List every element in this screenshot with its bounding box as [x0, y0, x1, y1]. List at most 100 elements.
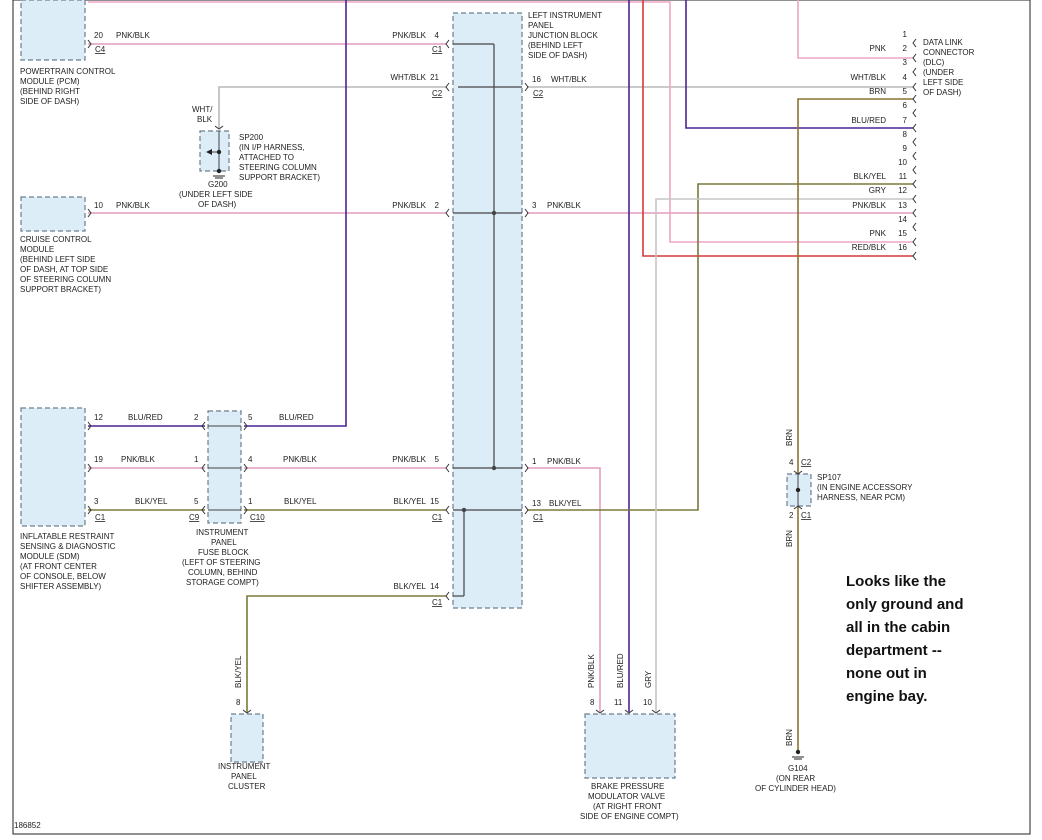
sp200-line: SP200 [239, 133, 264, 142]
fuse-line: PANEL [211, 538, 237, 547]
sp200-line: SUPPORT BRACKET) [239, 173, 320, 182]
fuse-line: FUSE BLOCK [198, 548, 249, 557]
wire-label: C9 [189, 513, 200, 522]
cruise-line: CRUISE CONTROL [20, 235, 92, 244]
wire-label: 1 [532, 457, 537, 466]
wire-label: PNK/BLK [547, 201, 581, 210]
cluster-line: CLUSTER [228, 782, 266, 791]
wire-label: WHT/ [192, 105, 213, 114]
note-line: department -- [846, 642, 942, 659]
g104-line: G104 [788, 764, 808, 773]
g104-line: OF CYLINDER HEAD) [755, 784, 836, 793]
dlc-line: LEFT SIDE [923, 78, 963, 87]
cruise-line: SUPPORT BRACKET) [20, 285, 101, 294]
wire-label: 1 [194, 455, 199, 464]
connector-marks [87, 38, 917, 714]
pcm-line: (BEHIND RIGHT [20, 87, 80, 96]
wire-label: 8 [236, 698, 241, 707]
wire-blured-dlc8 [685, 0, 913, 129]
wire-label: C1 [432, 513, 443, 522]
cruise-line: (BEHIND LEFT SIDE [20, 255, 95, 264]
wire-brn-dlc5 [797, 98, 913, 474]
dlc-line: DATA LINK [923, 38, 963, 47]
wire-label: PNK/BLK [283, 455, 317, 464]
wire-label: GRY [869, 186, 887, 195]
wire-label: GRY [644, 670, 653, 688]
fuse-line: COLUMN, BEHIND [188, 568, 258, 577]
wire-label: 12 [94, 413, 103, 422]
pcm-line: SIDE OF DASH) [20, 97, 79, 106]
pcm-line: POWERTRAIN CONTROL [20, 67, 116, 76]
cluster-box [230, 713, 264, 763]
cluster-line: PANEL [231, 772, 257, 781]
sdm-line: INFLATABLE RESTRAINT [20, 532, 115, 541]
wire-pnk-dlc2 [797, 0, 913, 59]
wire-label: BRN [869, 87, 886, 96]
wire-label: BRN [785, 729, 794, 746]
wire-label: 20 [94, 31, 103, 40]
wire-label: C1 [432, 45, 443, 54]
jb-line: SIDE OF DASH) [528, 51, 587, 60]
note-line: all in the cabin [846, 619, 951, 636]
wire-label: 1 [248, 497, 253, 506]
wire-blkyel-cluster [246, 595, 446, 712]
cruise-control-box [20, 196, 86, 232]
wire-label: 4 [903, 73, 908, 82]
wire-label: BLK/YEL [135, 497, 168, 506]
sdm-box [20, 407, 86, 527]
annotation-note: Looks like the only ground and all in th… [846, 570, 1016, 708]
wire-label: 13 [532, 499, 541, 508]
fuse-line: INSTRUMENT [196, 528, 249, 537]
dlc-line: (DLC) [923, 58, 945, 67]
wire-label: 10 [898, 158, 907, 167]
wire-label: 1 [903, 30, 908, 39]
wire-label: PNK/BLK [392, 201, 426, 210]
junction-bus [453, 43, 522, 597]
wire-whtblk-sp200 [218, 86, 446, 128]
wire-label: 14 [898, 215, 907, 224]
note-line: engine bay. [846, 688, 928, 705]
wire-label: PNK/BLK [587, 654, 596, 688]
bpmv-line: SIDE OF ENGINE COMPT) [580, 812, 679, 821]
sp200-line: ATTACHED TO [239, 153, 294, 162]
fuse-line: STORAGE COMPT) [186, 578, 259, 587]
sdm-line: OF CONSOLE, BELOW [20, 572, 106, 581]
sp107-line: HARNESS, NEAR PCM) [817, 493, 905, 502]
wire-label: 15 [898, 229, 907, 238]
wire-label: 11 [899, 172, 908, 181]
wire-label: C1 [95, 513, 106, 522]
wire-label: C10 [250, 513, 265, 522]
wires [88, 0, 913, 752]
fuse-line: (LEFT OF STEERING [182, 558, 261, 567]
dlc-line: (UNDER [923, 68, 954, 77]
wire-label: C1 [432, 598, 443, 607]
wire-blured-sdm [244, 0, 347, 427]
wire-label: PNK/BLK [547, 457, 581, 466]
wire-label: 13 [898, 201, 907, 210]
note-line: none out in [846, 665, 927, 682]
wire-label: PNK/BLK [121, 455, 155, 464]
wire-label: 7 [903, 116, 908, 125]
wire-label: 21 [430, 73, 439, 82]
wire-label: 2 [194, 413, 199, 422]
wire-label: 4 [248, 455, 253, 464]
wire-label: BLK/YEL [854, 172, 887, 181]
wire-label: PNK/BLK [116, 31, 150, 40]
wire-label: 6 [903, 101, 908, 110]
wire-label: BLU/RED [616, 653, 625, 688]
wire-label: BLK/YEL [394, 497, 427, 506]
wire-label: 16 [532, 75, 541, 84]
doc-id: 186852 [14, 821, 41, 830]
cluster-line: INSTRUMENT [218, 762, 271, 771]
wire-label: 5 [435, 455, 440, 464]
jb-line: (BEHIND LEFT [528, 41, 583, 50]
page-border [12, 0, 1031, 835]
wire-label: 3 [903, 58, 908, 67]
wire-label: 2 [903, 44, 908, 53]
g104-line: (ON REAR [776, 774, 815, 783]
wire-label: 19 [94, 455, 103, 464]
cruise-line: OF DASH, AT TOP SIDE [20, 265, 108, 274]
wire-label: 15 [430, 497, 439, 506]
wire-label: 3 [532, 201, 537, 210]
